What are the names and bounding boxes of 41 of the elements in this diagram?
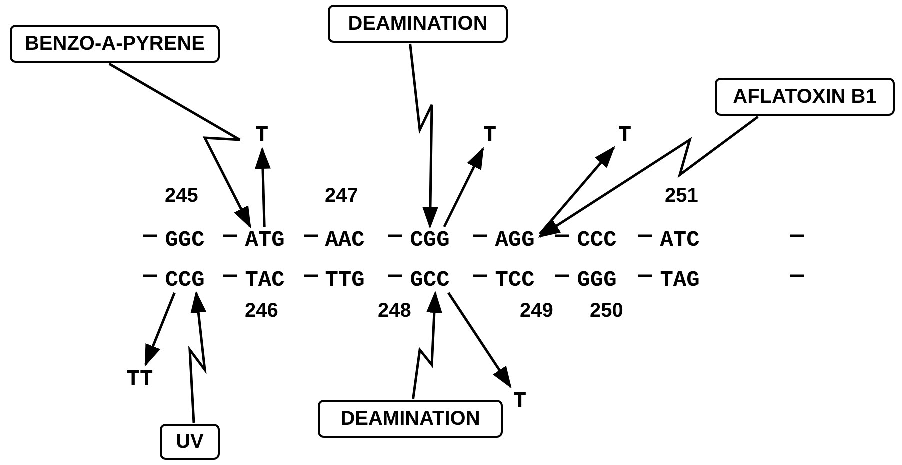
base-substitution-text: TT — [122, 366, 158, 392]
codon-text: CCC — [573, 228, 621, 252]
codon-text: TAG — [656, 268, 704, 292]
arrow — [538, 116, 759, 238]
codon-number: 251 — [665, 185, 698, 208]
base-substitution-text: T — [480, 122, 500, 148]
codon-text: AGG — [491, 228, 539, 252]
base-substitution-text: T — [252, 122, 272, 148]
arrow — [254, 147, 271, 228]
codon-text: TCC — [491, 268, 539, 292]
codon-number: 249 — [520, 300, 554, 323]
codon-number: 246 — [245, 300, 278, 323]
codon-text: AAC — [321, 228, 369, 252]
base-substitution-text: T — [615, 122, 635, 148]
codon-text: CGG — [406, 228, 454, 252]
mutagen-label-box: BENZO-A-PYRENE — [10, 25, 220, 63]
arrow — [443, 147, 484, 228]
codon-text: GGG — [573, 268, 621, 292]
base-substitution-text: T — [510, 388, 530, 414]
arrow — [108, 62, 252, 229]
codon-text: CCG — [161, 268, 209, 292]
codon-text: GCC — [406, 268, 454, 292]
mutagen-label-box: UV — [160, 424, 220, 460]
codon-text: ATG — [241, 228, 289, 252]
codon-number: 248 — [378, 300, 412, 323]
arrow — [144, 292, 176, 367]
codon-number: 245 — [165, 185, 198, 208]
mutagen-label-box: AFLATOXIN B1 — [715, 78, 895, 116]
codon-text: TAC — [241, 268, 289, 292]
arrow — [188, 291, 207, 424]
arrow — [412, 291, 442, 400]
mutagen-label-box: DEAMINATION — [328, 5, 508, 43]
arrow — [409, 44, 438, 229]
codon-number: 250 — [590, 300, 624, 323]
codon-number: 247 — [325, 185, 358, 208]
codon-text: GGC — [161, 228, 209, 252]
mutagen-label-box: DEAMINATION — [318, 400, 503, 438]
codon-text: ATC — [656, 228, 704, 252]
arrow — [448, 292, 512, 389]
codon-text: TTG — [321, 268, 369, 292]
arrow — [539, 146, 616, 236]
